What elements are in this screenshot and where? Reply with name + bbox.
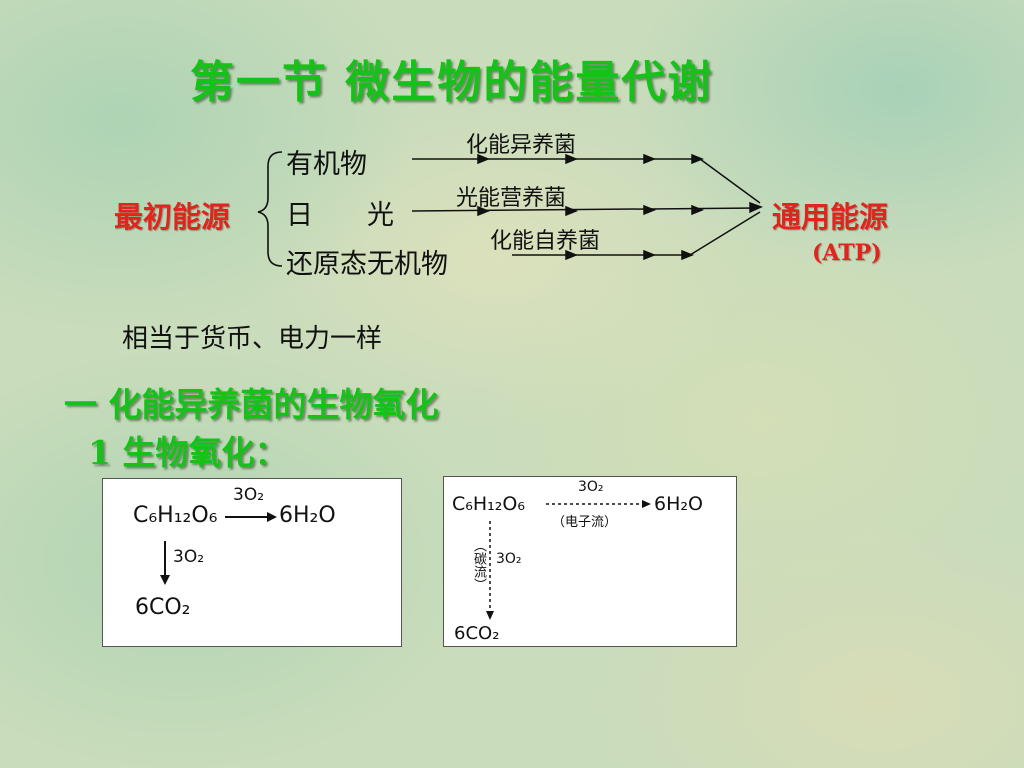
right-flow-label-electron: （电子流）	[552, 515, 618, 530]
path-label-chemoautotroph: 化能自养菌	[490, 229, 601, 254]
page-title: 第一节 微生物的能量代谢	[190, 57, 714, 108]
common-energy-label: 通用能源	[772, 200, 889, 234]
right-product-down: 6CO₂	[454, 623, 500, 644]
path-label-chemoheterotroph: 化能异养菌	[466, 133, 577, 158]
path-arrows-3	[512, 211, 761, 261]
right-top-reagent: 3O₂	[578, 479, 604, 495]
initial-energy-label: 最初能源	[114, 200, 231, 234]
right-product-right: 6H₂O	[654, 493, 703, 515]
source-organic: 有机物	[286, 149, 367, 180]
analogy-note: 相当于货币、电力一样	[122, 324, 383, 354]
left-reactant: C₆H₁₂O₆	[133, 503, 218, 528]
right-arrows	[486, 500, 651, 620]
source-brace	[257, 151, 283, 267]
source-sunlight: 日 光	[286, 200, 394, 231]
left-down-reagent: 3O₂	[173, 547, 205, 567]
left-arrows	[160, 512, 277, 585]
section-heading: 一 化能异养菌的生物氧化	[64, 385, 439, 424]
right-flow-label-carbon: （碳流）	[471, 539, 486, 591]
source-inorganic: 还原态无机物	[286, 249, 448, 280]
path-arrows-2	[411, 201, 763, 217]
atp-label: (ATP)	[812, 240, 882, 266]
left-top-reagent: 3O₂	[233, 485, 265, 505]
right-reactant: C₆H₁₂O₆	[452, 493, 525, 515]
reaction-box-left: C₆H₁₂O₆ 3O₂ 6H₂O 3O₂ 6CO₂	[102, 478, 402, 647]
left-product-down: 6CO₂	[135, 595, 191, 620]
reaction-box-right: C₆H₁₂O₆ 3O₂ （电子流） 6H₂O （碳流） 3O₂ 6CO₂	[443, 476, 737, 647]
left-product-right: 6H₂O	[279, 503, 336, 528]
path-arrows-1	[412, 153, 761, 204]
path-label-phototroph: 光能营养菌	[456, 186, 567, 211]
right-down-reagent: 3O₂	[496, 551, 522, 567]
subheading: 1 生物氧化：	[88, 433, 288, 472]
